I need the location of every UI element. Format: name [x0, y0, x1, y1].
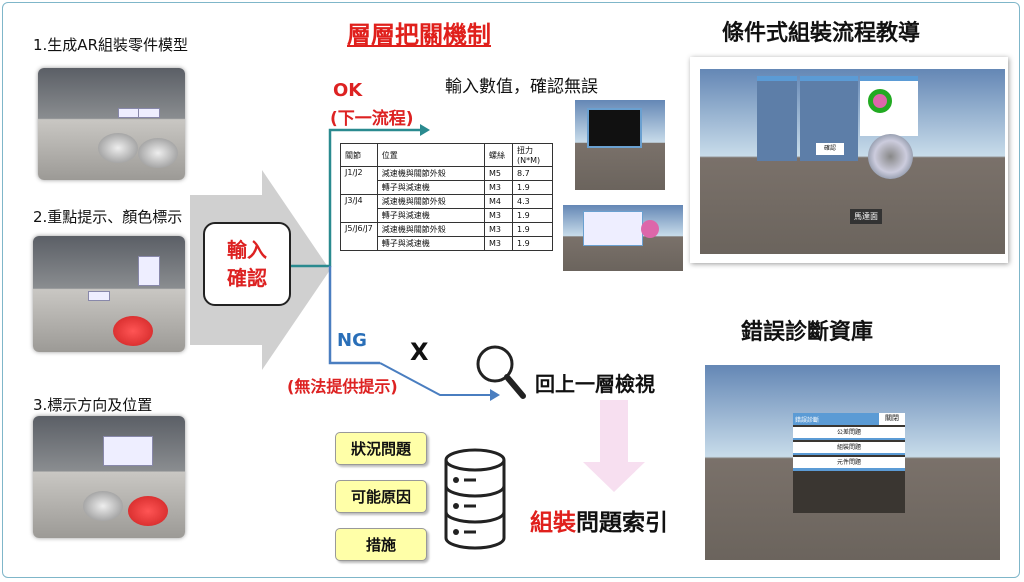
- index-black: 問題索引: [576, 510, 668, 536]
- diagnosis-screenshot: 錯誤診斷 關閉 公差問題 組裝問題 元件問題: [705, 365, 1000, 560]
- ok-label: OK: [333, 80, 363, 101]
- input-confirm-box: 輸入 確認: [203, 222, 291, 306]
- input-screenshot-1: [575, 100, 665, 190]
- cell: M3: [484, 236, 513, 251]
- cell: 1.9: [512, 208, 553, 223]
- index-red: 組裝: [530, 510, 576, 536]
- ng-sublabel: (無法提供提示): [287, 377, 398, 396]
- index-label: 組裝問題索引: [530, 503, 668, 537]
- cell: 減速機與關節外殼: [376, 222, 486, 237]
- teaching-screenshot: 確認 馬達面: [690, 57, 1008, 263]
- diagnosis-title: 錯誤診斷資庫: [741, 320, 874, 345]
- ar-photo-2: [33, 236, 185, 352]
- teaching-title: 條件式組裝流程教導: [722, 21, 921, 46]
- input-screenshot-2: [563, 205, 683, 271]
- cell: 減速機與關節外殼: [376, 166, 486, 181]
- ok-connector: [290, 128, 420, 268]
- cell: J5/J6/J7: [340, 222, 378, 251]
- diag-item[interactable]: 元件問題: [793, 457, 905, 471]
- magnifier-icon: [476, 345, 526, 399]
- step-3-label: 3.標示方向及位置: [33, 396, 153, 414]
- status-problem-box: 狀況問題: [335, 432, 427, 465]
- page-title: 層層把關機制: [347, 21, 491, 49]
- confirm-label: 確認: [227, 266, 267, 290]
- cell: M5: [484, 166, 513, 181]
- cell: 1.9: [512, 180, 553, 195]
- cell: M4: [484, 194, 513, 209]
- cell: J1/J2: [340, 166, 378, 195]
- possible-cause-box: 可能原因: [335, 480, 427, 513]
- x-mark: X: [410, 338, 429, 366]
- cell: 轉子與減速機: [376, 208, 486, 223]
- cell: 1.9: [512, 222, 553, 237]
- ar-photo-1: [38, 68, 185, 180]
- part-label: 馬達面: [850, 209, 882, 224]
- ng-connector: [328, 266, 380, 365]
- cell: 8.7: [512, 166, 553, 181]
- review-label: 回上一層檢視: [535, 372, 655, 396]
- cell: M3: [484, 180, 513, 195]
- database-icon: [444, 448, 506, 550]
- cell: 1.9: [512, 236, 553, 251]
- cell: M3: [484, 208, 513, 223]
- th: 位置: [376, 143, 486, 167]
- measure-box: 措施: [335, 528, 427, 561]
- step-2-label: 2.重點提示、顏色標示: [33, 208, 183, 226]
- step-1-label: 1.生成AR組裝零件模型: [33, 36, 188, 54]
- diag-item[interactable]: 公差問題: [793, 427, 905, 440]
- th: 扭力 (N*M): [512, 143, 553, 167]
- down-arrow: [583, 400, 645, 492]
- cell: M3: [484, 222, 513, 237]
- ok-sublabel: (下一流程): [330, 109, 414, 129]
- ar-photo-3: [33, 416, 185, 538]
- th: 關節: [340, 143, 378, 167]
- ng-label: NG: [337, 330, 367, 351]
- cell: 減速機與關節外殼: [376, 194, 486, 209]
- input-note: 輸入數值，確認無誤: [445, 77, 598, 97]
- input-label: 輸入: [227, 238, 267, 262]
- th: 螺絲: [484, 143, 513, 167]
- diag-item[interactable]: 組裝問題: [793, 442, 905, 455]
- cell: 轉子與減速機: [376, 236, 486, 251]
- confirm-button[interactable]: 確認: [816, 143, 844, 155]
- diag-header: 錯誤診斷: [793, 413, 905, 425]
- close-button[interactable]: 關閉: [879, 413, 905, 425]
- cell: 轉子與減速機: [376, 180, 486, 195]
- cell: J3/J4: [340, 194, 378, 223]
- cell: 4.3: [512, 194, 553, 209]
